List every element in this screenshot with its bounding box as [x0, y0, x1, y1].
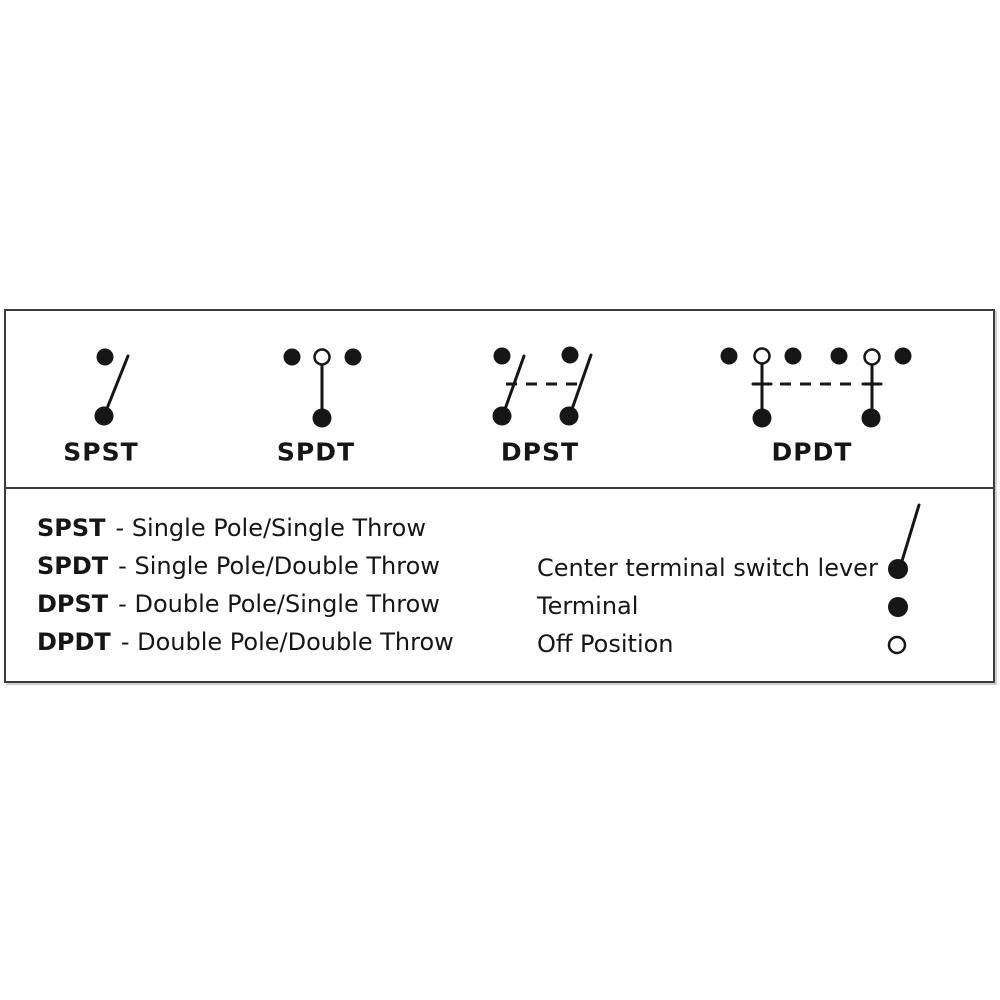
definition-term: DPST [37, 590, 109, 618]
terminal-icon [888, 597, 908, 617]
spst-symbol-icon [94, 348, 130, 426]
dpst-symbol-icon [492, 346, 593, 426]
off-position-icon [887, 635, 907, 655]
key-row-terminal: Terminal [537, 592, 639, 620]
dpst-symbol-label: DPST [500, 437, 580, 467]
definition-term: DPDT [37, 628, 111, 656]
spdt-symbol-icon [283, 348, 362, 428]
definition-row-spst: SPST - Single Pole/Single Throw [37, 509, 454, 547]
definition-text: - Double Pole/Double Throw [120, 628, 454, 656]
spdt-symbol-label: SPDT [276, 437, 356, 467]
key-row-off-position: Off Position [537, 630, 674, 658]
dpdt-symbol-icon [720, 347, 912, 428]
switch-types-diagram [4, 309, 995, 683]
definition-row-dpst: DPST - Double Pole/Single Throw [37, 585, 454, 623]
definition-term: SPST [37, 514, 106, 542]
definition-text: - Double Pole/Single Throw [118, 590, 440, 618]
legend-key: Center terminal switch lever Terminal Of… [537, 549, 878, 663]
definition-text: - Single Pole/Single Throw [115, 514, 426, 542]
definition-row-dpdt: DPDT - Double Pole/Double Throw [37, 623, 454, 661]
center-terminal-switch-lever-icon [888, 503, 921, 579]
key-row-center-terminal-switch-lever: Center terminal switch lever [537, 554, 878, 582]
definition-row-spdt: SPDT - Single Pole/Double Throw [37, 547, 454, 585]
dpdt-symbol-label: DPDT [771, 437, 853, 467]
definitions-list: SPST - Single Pole/Single Throw SPDT - Sin… [37, 509, 454, 661]
panel-divider [4, 487, 995, 489]
definition-term: SPDT [37, 552, 109, 580]
spst-symbol-label: SPST [63, 437, 139, 467]
definition-text: - Single Pole/Double Throw [118, 552, 440, 580]
